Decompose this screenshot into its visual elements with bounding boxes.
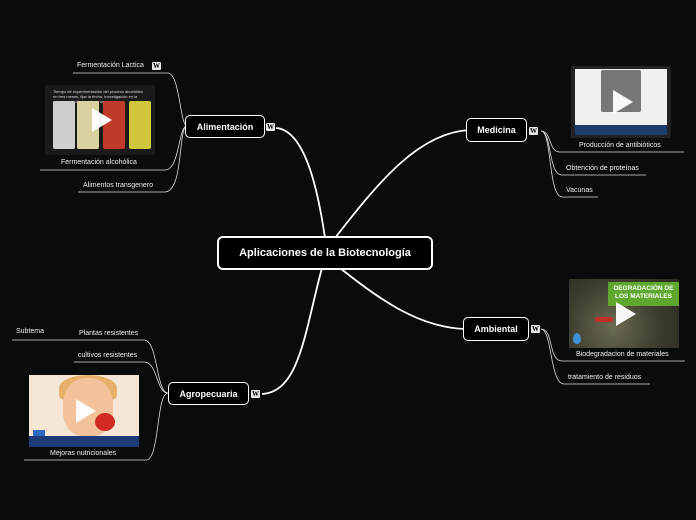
news-band — [29, 436, 139, 447]
video-thumbnail-fermentacion[interactable]: Tiempo de experimentación del proceso al… — [45, 85, 155, 155]
bottle-image — [129, 101, 151, 149]
branch-medicina-label: Medicina — [477, 125, 516, 135]
play-icon — [76, 399, 96, 423]
leaf-biodegradacion-materiales[interactable]: Biodegradacion de materiales — [576, 351, 669, 358]
branch-ambiental-node[interactable]: Ambiental — [463, 317, 529, 341]
branch-ambiental-label: Ambiental — [474, 324, 518, 334]
leaf-plantas-resistentes[interactable]: Plantas resistentes — [79, 330, 139, 337]
leaf-cultivos-resistentes[interactable]: cultivos resistentes — [78, 352, 138, 359]
play-icon — [616, 301, 636, 326]
branch-alimentacion-label: Alimentación — [196, 121, 254, 132]
central-topic-label: Aplicaciones de la Biotecnología — [239, 247, 411, 259]
central-topic-node[interactable]: Aplicaciones de la Biotecnología — [217, 236, 433, 270]
channel-logo-icon — [33, 430, 45, 436]
wikipedia-icon[interactable]: W — [251, 390, 260, 398]
leaf-vacunas[interactable]: Vacunas — [566, 187, 593, 194]
slide-footer — [575, 125, 667, 135]
leaf-fermentacion-alcoholica[interactable]: Fermentación alcohólica — [61, 159, 137, 166]
play-icon — [613, 90, 633, 114]
leaf-fermentacion-lactica[interactable]: Fermentación Lactica — [77, 62, 144, 69]
bottle-image — [53, 101, 75, 149]
wikipedia-icon[interactable]: W — [529, 127, 538, 135]
leaf-subtema[interactable]: Subtema — [16, 328, 45, 335]
leaf-mejoras-nutricionales[interactable]: Mejoras nutricionales — [50, 450, 117, 457]
branch-agropecuaria-label: Agropecuaria — [179, 388, 238, 399]
leaf-obtencion-proteinas[interactable]: Obtención de proteínas — [566, 165, 639, 172]
play-icon — [92, 108, 112, 132]
wikipedia-icon[interactable]: W — [531, 325, 540, 333]
branch-medicina-node[interactable]: Medicina — [466, 118, 527, 142]
video-thumbnail-biodegradacion[interactable]: DEGRADACIÓN DE LOS MATERIALES — [569, 279, 679, 348]
wikipedia-icon[interactable]: W — [152, 62, 161, 70]
can-image — [595, 317, 613, 322]
water-drop-icon — [573, 333, 581, 344]
wikipedia-icon[interactable]: W — [266, 123, 275, 131]
video-thumbnail-antibioticos[interactable] — [571, 66, 671, 138]
branch-agropecuaria-node[interactable]: Agropecuaria — [168, 382, 249, 405]
video-thumbnail-mejoras-nutricionales[interactable] — [29, 375, 139, 447]
branch-alimentacion-node[interactable]: Alimentación — [185, 115, 265, 138]
leaf-alimentos-transgenero[interactable]: Alimentos transgenero — [83, 182, 154, 189]
apple-image — [95, 413, 115, 431]
leaf-tratamiento-residuos[interactable]: tratamiento de residuos — [568, 374, 642, 381]
leaf-produccion-antibioticos[interactable]: Producción de antibióticos — [579, 142, 661, 149]
